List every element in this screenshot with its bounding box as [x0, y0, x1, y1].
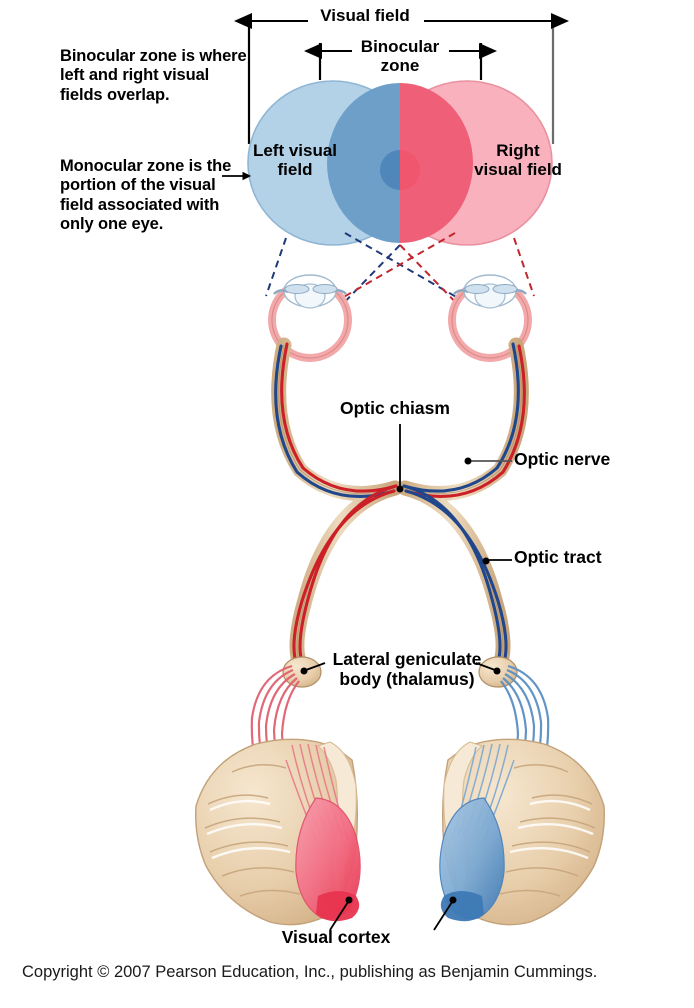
- binocular-zone-note: Binocular zone is where left and right v…: [60, 47, 247, 104]
- lgb-left-leader: [305, 662, 326, 671]
- left-field-to-right-eye-line: [344, 232, 506, 326]
- right-visual-field-label: Right visual field: [474, 141, 562, 180]
- right-cortex-tip: [440, 891, 484, 922]
- right-eye-blue-fibre: [402, 342, 520, 493]
- right-tract-blue-fibre-2: [404, 489, 508, 667]
- optic-tract-label: Optic tract: [514, 547, 602, 567]
- binocular-zone-bracket: [304, 43, 497, 80]
- left-eye-red-fibre: [280, 342, 398, 493]
- visual-field-bracket: [234, 13, 569, 144]
- visual-field-bracket-label: Visual field: [320, 6, 410, 25]
- leader-lines: [222, 171, 512, 931]
- lateral-geniculate-body-label: Lateral geniculate body (thalamus): [332, 649, 482, 689]
- lgb-right-leader: [475, 662, 496, 671]
- left-eye-blue-fibre: [274, 344, 396, 498]
- right-eye: [448, 274, 532, 362]
- left-tract-red-fibre: [298, 484, 398, 664]
- visual-cortex-left-leader: [329, 901, 349, 931]
- binocular-zone-bracket-label: Binocular zone: [360, 37, 440, 75]
- optic-pathway-sheath-outline: [278, 344, 522, 665]
- visual-cortex-label: Visual cortex: [281, 927, 391, 947]
- visual-cortex-right-leader: [433, 901, 453, 931]
- copyright-notice: Copyright © 2007 Pearson Education, Inc.…: [22, 963, 598, 981]
- optic-nerve-label: Optic nerve: [514, 449, 611, 469]
- left-eye: [268, 274, 352, 362]
- optic-pathway-sheath: [271, 337, 529, 672]
- left-tract-red-fibre-2: [292, 489, 396, 667]
- optic-fibres: [274, 342, 526, 667]
- projection-lines: [265, 232, 535, 349]
- right-eye-red-fibre: [404, 344, 526, 498]
- optic-chiasm-label: Optic chiasm: [340, 398, 450, 418]
- left-visual-field-label: Left visual field: [252, 141, 338, 180]
- visual-field-ellipses: [247, 80, 553, 246]
- right-field-to-left-eye-line: [294, 232, 456, 326]
- monocular-zone-note: Monocular zone is the portion of the vis…: [60, 157, 232, 233]
- monocular-right-line: [513, 237, 535, 297]
- monocular-left-line: [265, 237, 287, 297]
- right-tract-blue-fibre: [402, 484, 502, 664]
